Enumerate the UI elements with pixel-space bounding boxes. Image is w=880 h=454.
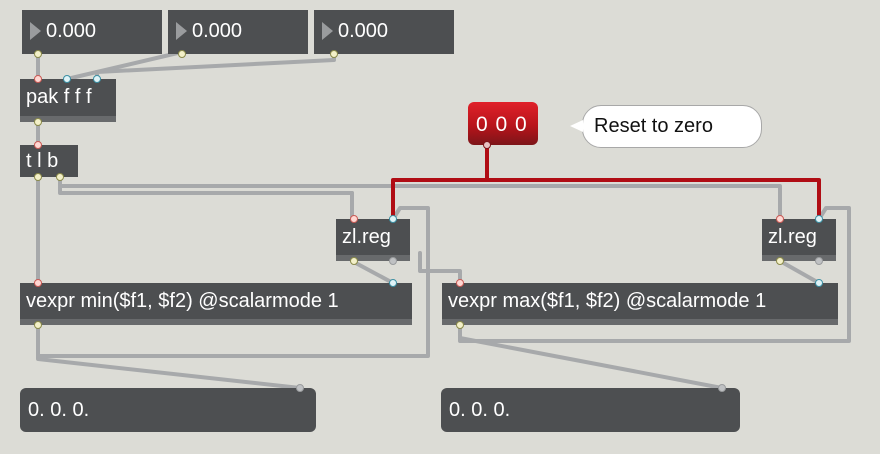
message-text: 0. 0. 0.: [449, 399, 511, 421]
object-bottom-bar: [442, 319, 838, 325]
outlet[interactable]: [34, 50, 42, 58]
float-number-box-1[interactable]: 0.000: [22, 10, 162, 58]
number-box-value: 0.000: [338, 20, 389, 42]
float-number-box-2[interactable]: 0.000: [168, 10, 308, 58]
inlet[interactable]: [34, 141, 42, 149]
message-cord: [487, 178, 821, 219]
number-box-value: 0.000: [192, 20, 243, 42]
outlet[interactable]: [815, 257, 823, 265]
number-box-arrow-icon: [176, 22, 187, 40]
outlet[interactable]: [56, 173, 64, 181]
object-text: zl.reg: [768, 226, 817, 248]
outlet[interactable]: [389, 257, 397, 265]
inlet[interactable]: [34, 279, 42, 287]
outlet[interactable]: [350, 257, 358, 265]
object-bottom-bar: [20, 319, 412, 325]
message-cord: [391, 144, 489, 219]
outlet[interactable]: [776, 257, 784, 265]
object-bottom-bar: [20, 116, 116, 122]
inlet[interactable]: [93, 75, 101, 83]
output-min-message[interactable]: 0. 0. 0.: [20, 384, 316, 432]
inlet[interactable]: [815, 215, 823, 223]
patch-cord: [350, 259, 395, 285]
patch-cord: [58, 175, 354, 195]
patch-cord: [458, 206, 851, 343]
message-text: 0. 0. 0.: [28, 399, 90, 421]
object-bottom-bar: [336, 255, 410, 261]
outlet[interactable]: [456, 321, 464, 329]
outlet[interactable]: [34, 321, 42, 329]
vexpr-max-object[interactable]: vexpr max($f1, $f2) @scalarmode 1: [442, 279, 838, 329]
outlet[interactable]: [34, 118, 42, 126]
patch-cord: [458, 323, 724, 390]
object-text: vexpr max($f1, $f2) @scalarmode 1: [448, 290, 767, 312]
message-text: 0 0 0: [476, 113, 528, 136]
object-bottom-bar: [762, 255, 836, 261]
patch-cord: [418, 251, 462, 285]
inlet[interactable]: [389, 215, 397, 223]
inlet[interactable]: [456, 279, 464, 287]
patch-cord: [778, 259, 821, 285]
object-text: t l b: [26, 150, 59, 172]
inlet[interactable]: [296, 384, 304, 392]
float-number-box-3[interactable]: 0.000: [314, 10, 454, 58]
number-box-value: 0.000: [46, 20, 97, 42]
inlet[interactable]: [776, 215, 784, 223]
number-box-arrow-icon: [322, 22, 333, 40]
inlet[interactable]: [815, 279, 823, 287]
number-box-arrow-icon: [30, 22, 41, 40]
patch-cord: [65, 50, 184, 81]
outlet[interactable]: [330, 50, 338, 58]
object-text: pak f f f: [26, 86, 92, 108]
reset-message[interactable]: 0 0 0: [468, 102, 538, 149]
outlet[interactable]: [34, 173, 42, 181]
vexpr-min-object[interactable]: vexpr min($f1, $f2) @scalarmode 1: [20, 279, 412, 329]
inlet[interactable]: [350, 215, 358, 223]
comment-text: Reset to zero: [594, 115, 713, 137]
comment-pointer: [570, 120, 583, 132]
inlet[interactable]: [63, 75, 71, 83]
inlet[interactable]: [34, 75, 42, 83]
zlreg-left-object[interactable]: zl.reg: [336, 215, 410, 265]
outlet[interactable]: [178, 50, 186, 58]
output-max-message[interactable]: 0. 0. 0.: [441, 384, 740, 432]
trigger-object[interactable]: t l b: [20, 141, 78, 181]
inlet[interactable]: [389, 279, 397, 287]
object-text: zl.reg: [342, 226, 391, 248]
outlet[interactable]: [483, 141, 491, 149]
patch-cord: [36, 206, 430, 358]
zlreg-right-object[interactable]: zl.reg: [762, 215, 836, 265]
reset-comment: Reset to zero: [570, 105, 762, 148]
pak-object[interactable]: pak f f f: [20, 75, 116, 126]
inlet[interactable]: [718, 384, 726, 392]
patch-cord: [58, 175, 782, 221]
object-text: vexpr min($f1, $f2) @scalarmode 1: [26, 290, 339, 312]
